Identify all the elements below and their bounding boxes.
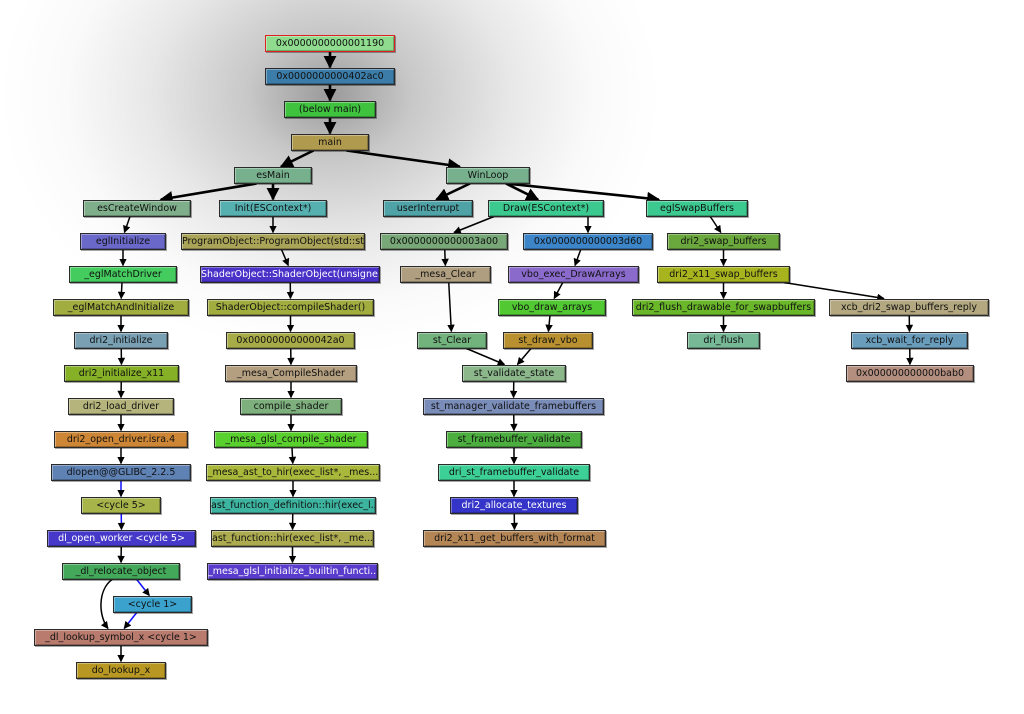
- function-node-xcb-dri2-reply[interactable]: xcb_dri2_swap_buffers_reply: [829, 298, 989, 316]
- function-node-dri2-load-driver[interactable]: dri2_load_driver: [68, 397, 174, 415]
- function-node-main[interactable]: main: [291, 133, 369, 151]
- function-node-ast-fn-def-hir[interactable]: ast_function_definition::hir(exec_l...: [210, 496, 376, 514]
- call-edge-eglSwapBuffers-to-dri2_swap_buffers: [709, 216, 722, 234]
- function-node-ast-fn-hir[interactable]: ast_function::hir(exec_list*, _me...: [211, 529, 374, 547]
- function-node-st-validate-state[interactable]: st_validate_state: [462, 364, 566, 382]
- function-node-dri-st-fb-validate[interactable]: dri_st_framebuffer_validate: [438, 463, 590, 481]
- function-node-userinterrupt[interactable]: userInterrupt: [383, 199, 473, 217]
- function-node-shaderobjectctor[interactable]: ShaderObject::ShaderObject(unsigne...: [200, 265, 380, 283]
- function-node-escreatewindow[interactable]: esCreateWindow: [83, 199, 191, 217]
- function-node-dri2-initialize-x11[interactable]: dri2_initialize_x11: [64, 364, 179, 382]
- function-node-dri2-flush-drawable[interactable]: dri2_flush_drawable_for_swapbuffers: [632, 298, 815, 316]
- function-node-compile-shader[interactable]: compile_shader: [240, 397, 342, 415]
- function-node-mesa-compileshader[interactable]: _mesa_CompileShader: [225, 364, 357, 382]
- function-node-n3a00[interactable]: 0x0000000000003a00: [380, 232, 508, 250]
- call-edge-esMain-to-esCreateWindow: [159, 182, 257, 204]
- function-node-programobject[interactable]: ProgramObject::ProgramObject(std::st...: [181, 232, 365, 250]
- function-node-mesa-glsl-compile[interactable]: _mesa_glsl_compile_shader: [214, 430, 368, 448]
- call-edge-WinLoop-to-Draw: [505, 182, 540, 201]
- call-edge-vbo_draw_arrays-to-st_draw_vbo: [545, 315, 553, 333]
- function-node-st-manager-validate[interactable]: st_manager_validate_framebuffers: [423, 397, 604, 415]
- call-edge-cycle1-to-dl_lookup_symbol: [123, 612, 138, 630]
- function-node-winloop[interactable]: WinLoop: [446, 166, 530, 184]
- function-node-dri2-swap-buffers[interactable]: dri2_swap_buffers: [667, 232, 780, 250]
- function-node-dl-open-worker[interactable]: dl_open_worker <cycle 5>: [47, 529, 196, 547]
- function-node-mesa-clear[interactable]: _mesa_Clear: [400, 265, 491, 283]
- function-node-compileshaderm[interactable]: ShaderObject::compileShader(): [207, 298, 374, 316]
- function-node-n3d60[interactable]: 0x0000000000003d60: [523, 232, 653, 250]
- call-edge-dl_relocate_object-to-cycle1: [136, 579, 150, 597]
- call-edge-n3a00-to-mesa_Clear: [441, 249, 449, 267]
- function-node-dri2-x11-swap-buffers[interactable]: dri2_x11_swap_buffers: [657, 265, 790, 283]
- function-node-cycle5[interactable]: <cycle 5>: [81, 496, 161, 514]
- function-node-dri2-open-driver[interactable]: dri2_open_driver.isra.4: [54, 430, 188, 448]
- function-node-vbo-draw-arrays[interactable]: vbo_draw_arrays: [498, 298, 606, 316]
- function-node-dri2-initialize[interactable]: dri2_initialize: [74, 331, 168, 349]
- function-node-st-draw-vbo[interactable]: st_draw_vbo: [503, 331, 593, 349]
- function-node-do-lookup-x[interactable]: do_lookup_x: [76, 661, 166, 679]
- call-edge-dri2_x11_swap_buffers-to-xcb_dri2_reply: [783, 281, 885, 302]
- function-node-dri2-allocate-textures[interactable]: dri2_allocate_textures: [450, 496, 578, 514]
- function-node-eglinitialize[interactable]: eglInitialize: [80, 232, 166, 250]
- function-node-glsl-init-builtin[interactable]: _mesa_glsl_initialize_builtin_functi...: [207, 562, 378, 580]
- call-edge-Draw-to-n3a00: [453, 215, 495, 234]
- function-node-init[interactable]: Init(ESContext*): [219, 199, 327, 217]
- function-node-st-framebuffer-validate[interactable]: st_framebuffer_validate: [446, 430, 582, 448]
- function-node-eglswapbuffers[interactable]: eglSwapBuffers: [646, 199, 748, 217]
- call-edge-st_draw_vbo-to-st_validate_state: [516, 348, 532, 366]
- call-edge-main-to-esMain: [279, 149, 315, 168]
- call-edge-main-to-WinLoop: [346, 149, 461, 172]
- call-edge-ProgramObject-to-ShaderObjectCtor: [280, 249, 290, 267]
- function-node-dlopen[interactable]: dlopen@@GLIBC_2.2.5: [51, 463, 191, 481]
- function-node-eglmatchandinitialize[interactable]: _eglMatchAndInitialize: [53, 298, 189, 316]
- function-node-ast-to-hir[interactable]: _mesa_ast_to_hir(exec_list*, _mes...: [206, 463, 380, 481]
- call-edge-WinLoop-to-userInterrupt: [435, 182, 471, 201]
- call-edge-eglMatchDriver-to-eglMatchAndInitialize: [117, 282, 126, 300]
- call-edge-mesa_glsl_compile-to-ast_to_hir: [288, 447, 297, 465]
- function-node-nbab0[interactable]: 0x000000000000bab0: [846, 364, 974, 382]
- function-node-dri2-x11-get-buffers[interactable]: dri2_x11_get_buffers_with_format: [423, 529, 606, 547]
- function-node-vbo-exec-drawarrays[interactable]: vbo_exec_DrawArrays: [508, 265, 639, 283]
- function-node-n2ac0[interactable]: 0x0000000000402ac0: [265, 67, 395, 85]
- function-node-dl-lookup-symbol[interactable]: _dl_lookup_symbol_x <cycle 1>: [34, 628, 208, 646]
- call-edge-vbo_exec_DrawArrays-to-vbo_draw_arrays: [553, 282, 564, 300]
- call-edge-st_Clear-to-st_validate_state: [466, 347, 506, 366]
- function-node-cycle1[interactable]: <cycle 1>: [113, 595, 192, 613]
- call-edge-esCreateWindow-to-eglInitialize: [123, 216, 131, 234]
- function-node-n1190[interactable]: 0x0000000000001190: [265, 34, 395, 52]
- function-node-st-clear[interactable]: st_Clear: [417, 331, 487, 349]
- function-node-below[interactable]: (below main): [284, 100, 376, 118]
- call-edge-WinLoop-to-eglSwapBuffers: [505, 182, 661, 205]
- function-node-dri-flush[interactable]: dri_flush: [687, 331, 760, 349]
- function-node-dl-relocate-object[interactable]: _dl_relocate_object: [62, 562, 180, 580]
- function-node-draw[interactable]: Draw(ESContext*): [488, 199, 604, 217]
- function-node-eglmatchdriver[interactable]: _eglMatchDriver: [69, 265, 177, 283]
- call-edge-mesa_Clear-to-st_Clear: [447, 282, 455, 333]
- function-node-esmain[interactable]: esMain: [234, 166, 312, 184]
- function-node-n42a0[interactable]: 0x00000000000042a0: [226, 331, 355, 349]
- call-edge-n3d60-to-vbo_exec_DrawArrays: [573, 249, 582, 267]
- function-node-xcb-wait-for-reply[interactable]: xcb_wait_for_reply: [851, 331, 968, 349]
- call-edge-dl_relocate_object-to-dl_lookup_symbol: [100, 578, 113, 630]
